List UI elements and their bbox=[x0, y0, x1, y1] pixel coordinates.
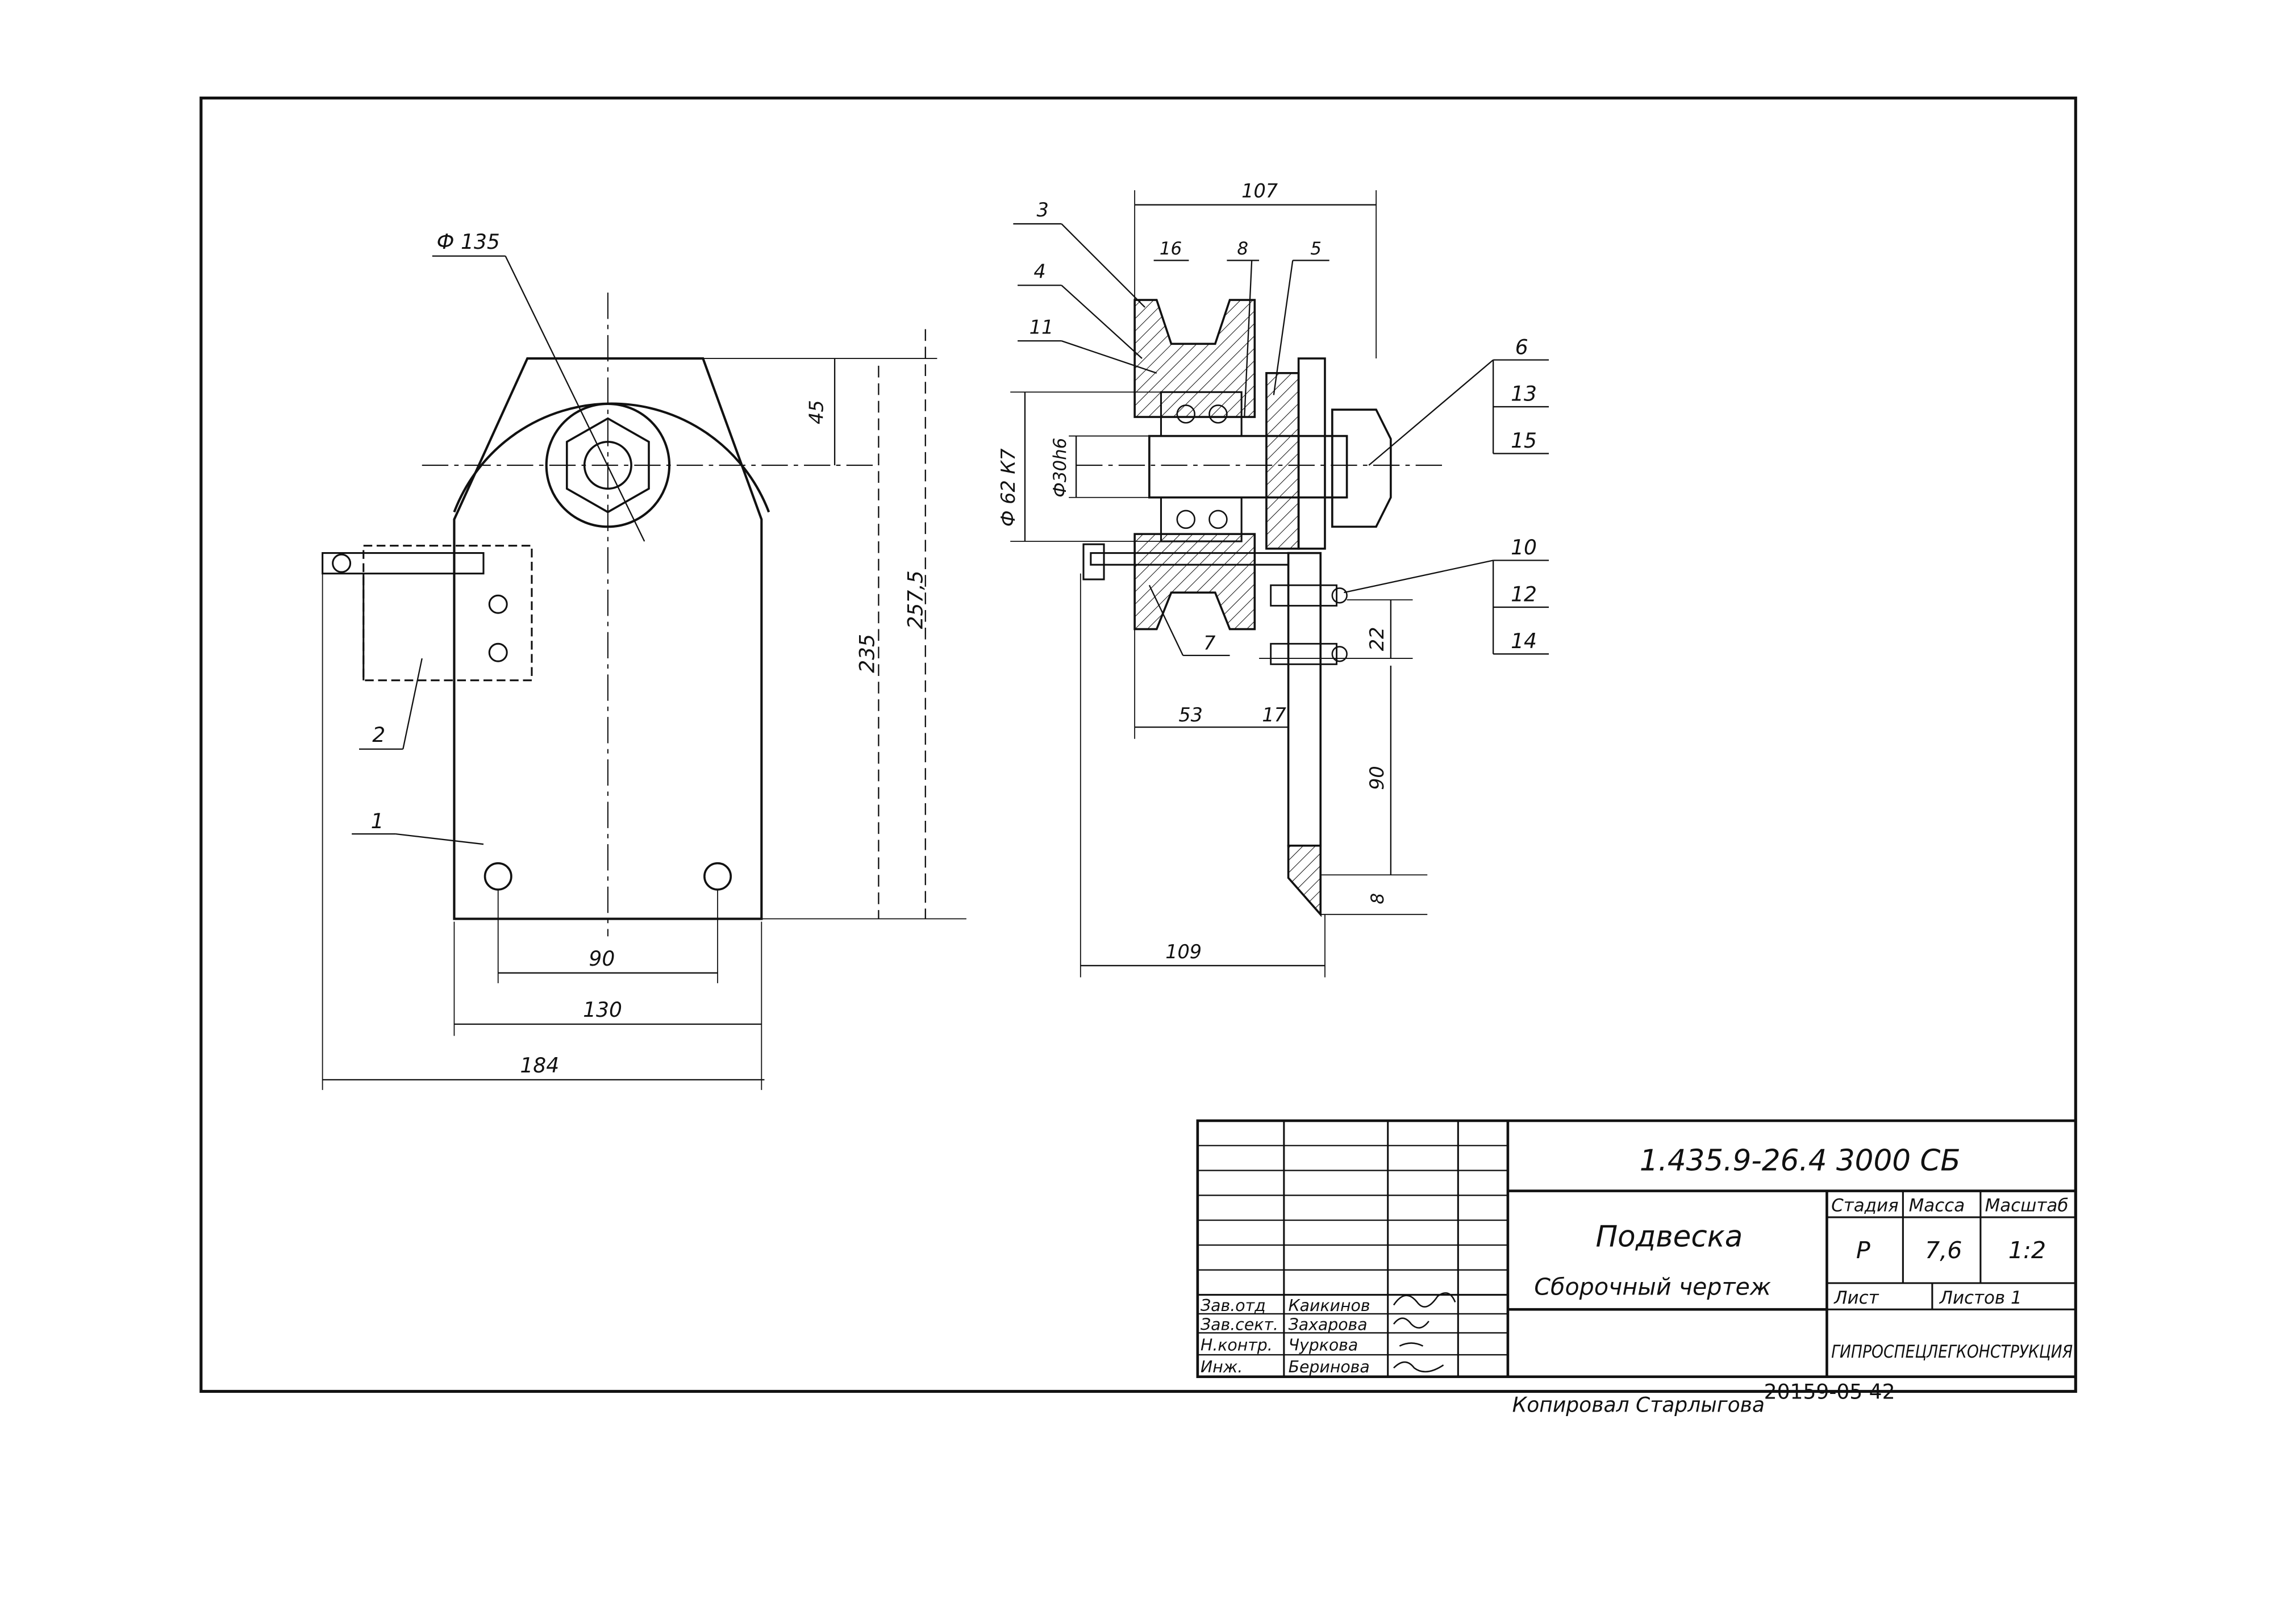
name-2: Захарова bbox=[1289, 1315, 1368, 1334]
bracket-hole-1 bbox=[488, 594, 508, 614]
signature-2 bbox=[1393, 1317, 1429, 1329]
name-4: Беринова bbox=[1289, 1358, 1370, 1376]
name-1: Каикинов bbox=[1289, 1296, 1370, 1315]
leader-2: 2 bbox=[372, 723, 385, 747]
leader-16: 16 bbox=[1160, 239, 1182, 259]
role-3: Н.контр. bbox=[1201, 1335, 1273, 1354]
dim-53: 53 bbox=[1178, 704, 1203, 726]
scale-value: 1:2 bbox=[2008, 1237, 2046, 1264]
role-2: Зав.сект. bbox=[1201, 1315, 1278, 1334]
footer-note: Копировал Старлыгова bbox=[1512, 1393, 1765, 1417]
dim-d135: Ф 135 bbox=[437, 230, 500, 254]
pin-rod bbox=[1090, 552, 1290, 566]
leader-3: 3 bbox=[1037, 199, 1049, 221]
leader-6: 6 bbox=[1515, 335, 1528, 359]
wheel-section-upper bbox=[1133, 299, 1256, 418]
front-view: 90 130 184 45 235 257,5 Ф 135 2 1 bbox=[322, 230, 966, 1090]
leader-8: 8 bbox=[1237, 239, 1248, 259]
leader-15: 15 bbox=[1511, 429, 1537, 453]
dim-17: 17 bbox=[1262, 704, 1286, 726]
leader-13: 13 bbox=[1511, 382, 1537, 406]
dim-22: 22 bbox=[1366, 627, 1388, 652]
handle-lever bbox=[322, 552, 485, 575]
dim-d30: Ф30h6 bbox=[1050, 438, 1070, 498]
support-plate bbox=[1287, 552, 1322, 847]
leader-14: 14 bbox=[1511, 629, 1537, 653]
dim-8: 8 bbox=[1368, 893, 1388, 904]
dim-90: 90 bbox=[589, 947, 615, 971]
dim-90-side: 90 bbox=[1366, 766, 1388, 790]
signature-3 bbox=[1399, 1342, 1424, 1347]
stage-value: Р bbox=[1856, 1237, 1870, 1264]
section-view: 107 Ф 62 К7 Ф30h6 22 53 17 90 8 109 bbox=[997, 180, 1549, 978]
sheets-label: Листов 1 bbox=[1939, 1288, 2022, 1308]
dim-d62: Ф 62 К7 bbox=[997, 449, 1019, 527]
dim-130: 130 bbox=[583, 998, 622, 1022]
leader-1: 1 bbox=[371, 809, 384, 833]
wheel-section-lower bbox=[1133, 533, 1256, 631]
drawing-subtitle: Сборочный чертеж bbox=[1534, 1273, 1771, 1300]
bracket-part-2 bbox=[362, 545, 533, 682]
dim-107: 107 bbox=[1241, 180, 1278, 202]
dim-109: 109 bbox=[1165, 941, 1202, 963]
footer-number: 20159-05 42 bbox=[1764, 1380, 1895, 1404]
sheet-frame bbox=[199, 96, 2077, 1393]
leader-12: 12 bbox=[1511, 583, 1537, 607]
role-4: Инж. bbox=[1201, 1358, 1243, 1376]
mass-value: 7,6 bbox=[1925, 1237, 1962, 1264]
signature-4 bbox=[1393, 1361, 1444, 1373]
title-block-frame bbox=[1196, 1119, 2077, 1379]
dim-184: 184 bbox=[520, 1054, 559, 1078]
flange-outer bbox=[1297, 357, 1326, 550]
shaft bbox=[1148, 435, 1348, 499]
mount-hole-right bbox=[703, 862, 732, 891]
name-3: Чуркова bbox=[1289, 1335, 1358, 1354]
dim-235: 235 bbox=[856, 634, 880, 673]
organization: ГИПРОСПЕЦЛЕГКОНСТРУКЦИЯ bbox=[1831, 1342, 2073, 1362]
handle-pin bbox=[332, 553, 352, 573]
title-block: 1.435.9-26.4 3000 СБ Подвеска Сборочный … bbox=[1196, 1119, 2077, 1379]
header-stage: Стадия bbox=[1831, 1196, 1899, 1216]
dim-257: 257,5 bbox=[904, 570, 928, 629]
sheet-label: Лист bbox=[1833, 1288, 1879, 1308]
bolt-upper bbox=[1270, 584, 1337, 607]
role-1: Зав.отд bbox=[1201, 1296, 1266, 1315]
leader-11: 11 bbox=[1030, 316, 1054, 338]
end-nut bbox=[1331, 408, 1392, 528]
bolt-lower bbox=[1270, 642, 1337, 665]
bracket-hole-2 bbox=[488, 642, 508, 662]
leader-4: 4 bbox=[1033, 260, 1045, 282]
leader-7: 7 bbox=[1203, 632, 1215, 654]
leader-5: 5 bbox=[1310, 239, 1322, 259]
mount-hole-left bbox=[484, 862, 512, 891]
doc-code: 1.435.9-26.4 3000 СБ bbox=[1640, 1144, 1961, 1178]
flange bbox=[1265, 371, 1300, 550]
pin-knob bbox=[1082, 543, 1105, 581]
drawing-title: Подвеска bbox=[1595, 1220, 1743, 1254]
support-plate-foot bbox=[1287, 844, 1322, 917]
leader-10: 10 bbox=[1511, 536, 1537, 560]
header-scale: Масштаб bbox=[1985, 1196, 2069, 1216]
dim-45: 45 bbox=[806, 400, 828, 424]
header-mass: Масса bbox=[1909, 1196, 1965, 1216]
signature-1 bbox=[1393, 1292, 1456, 1308]
